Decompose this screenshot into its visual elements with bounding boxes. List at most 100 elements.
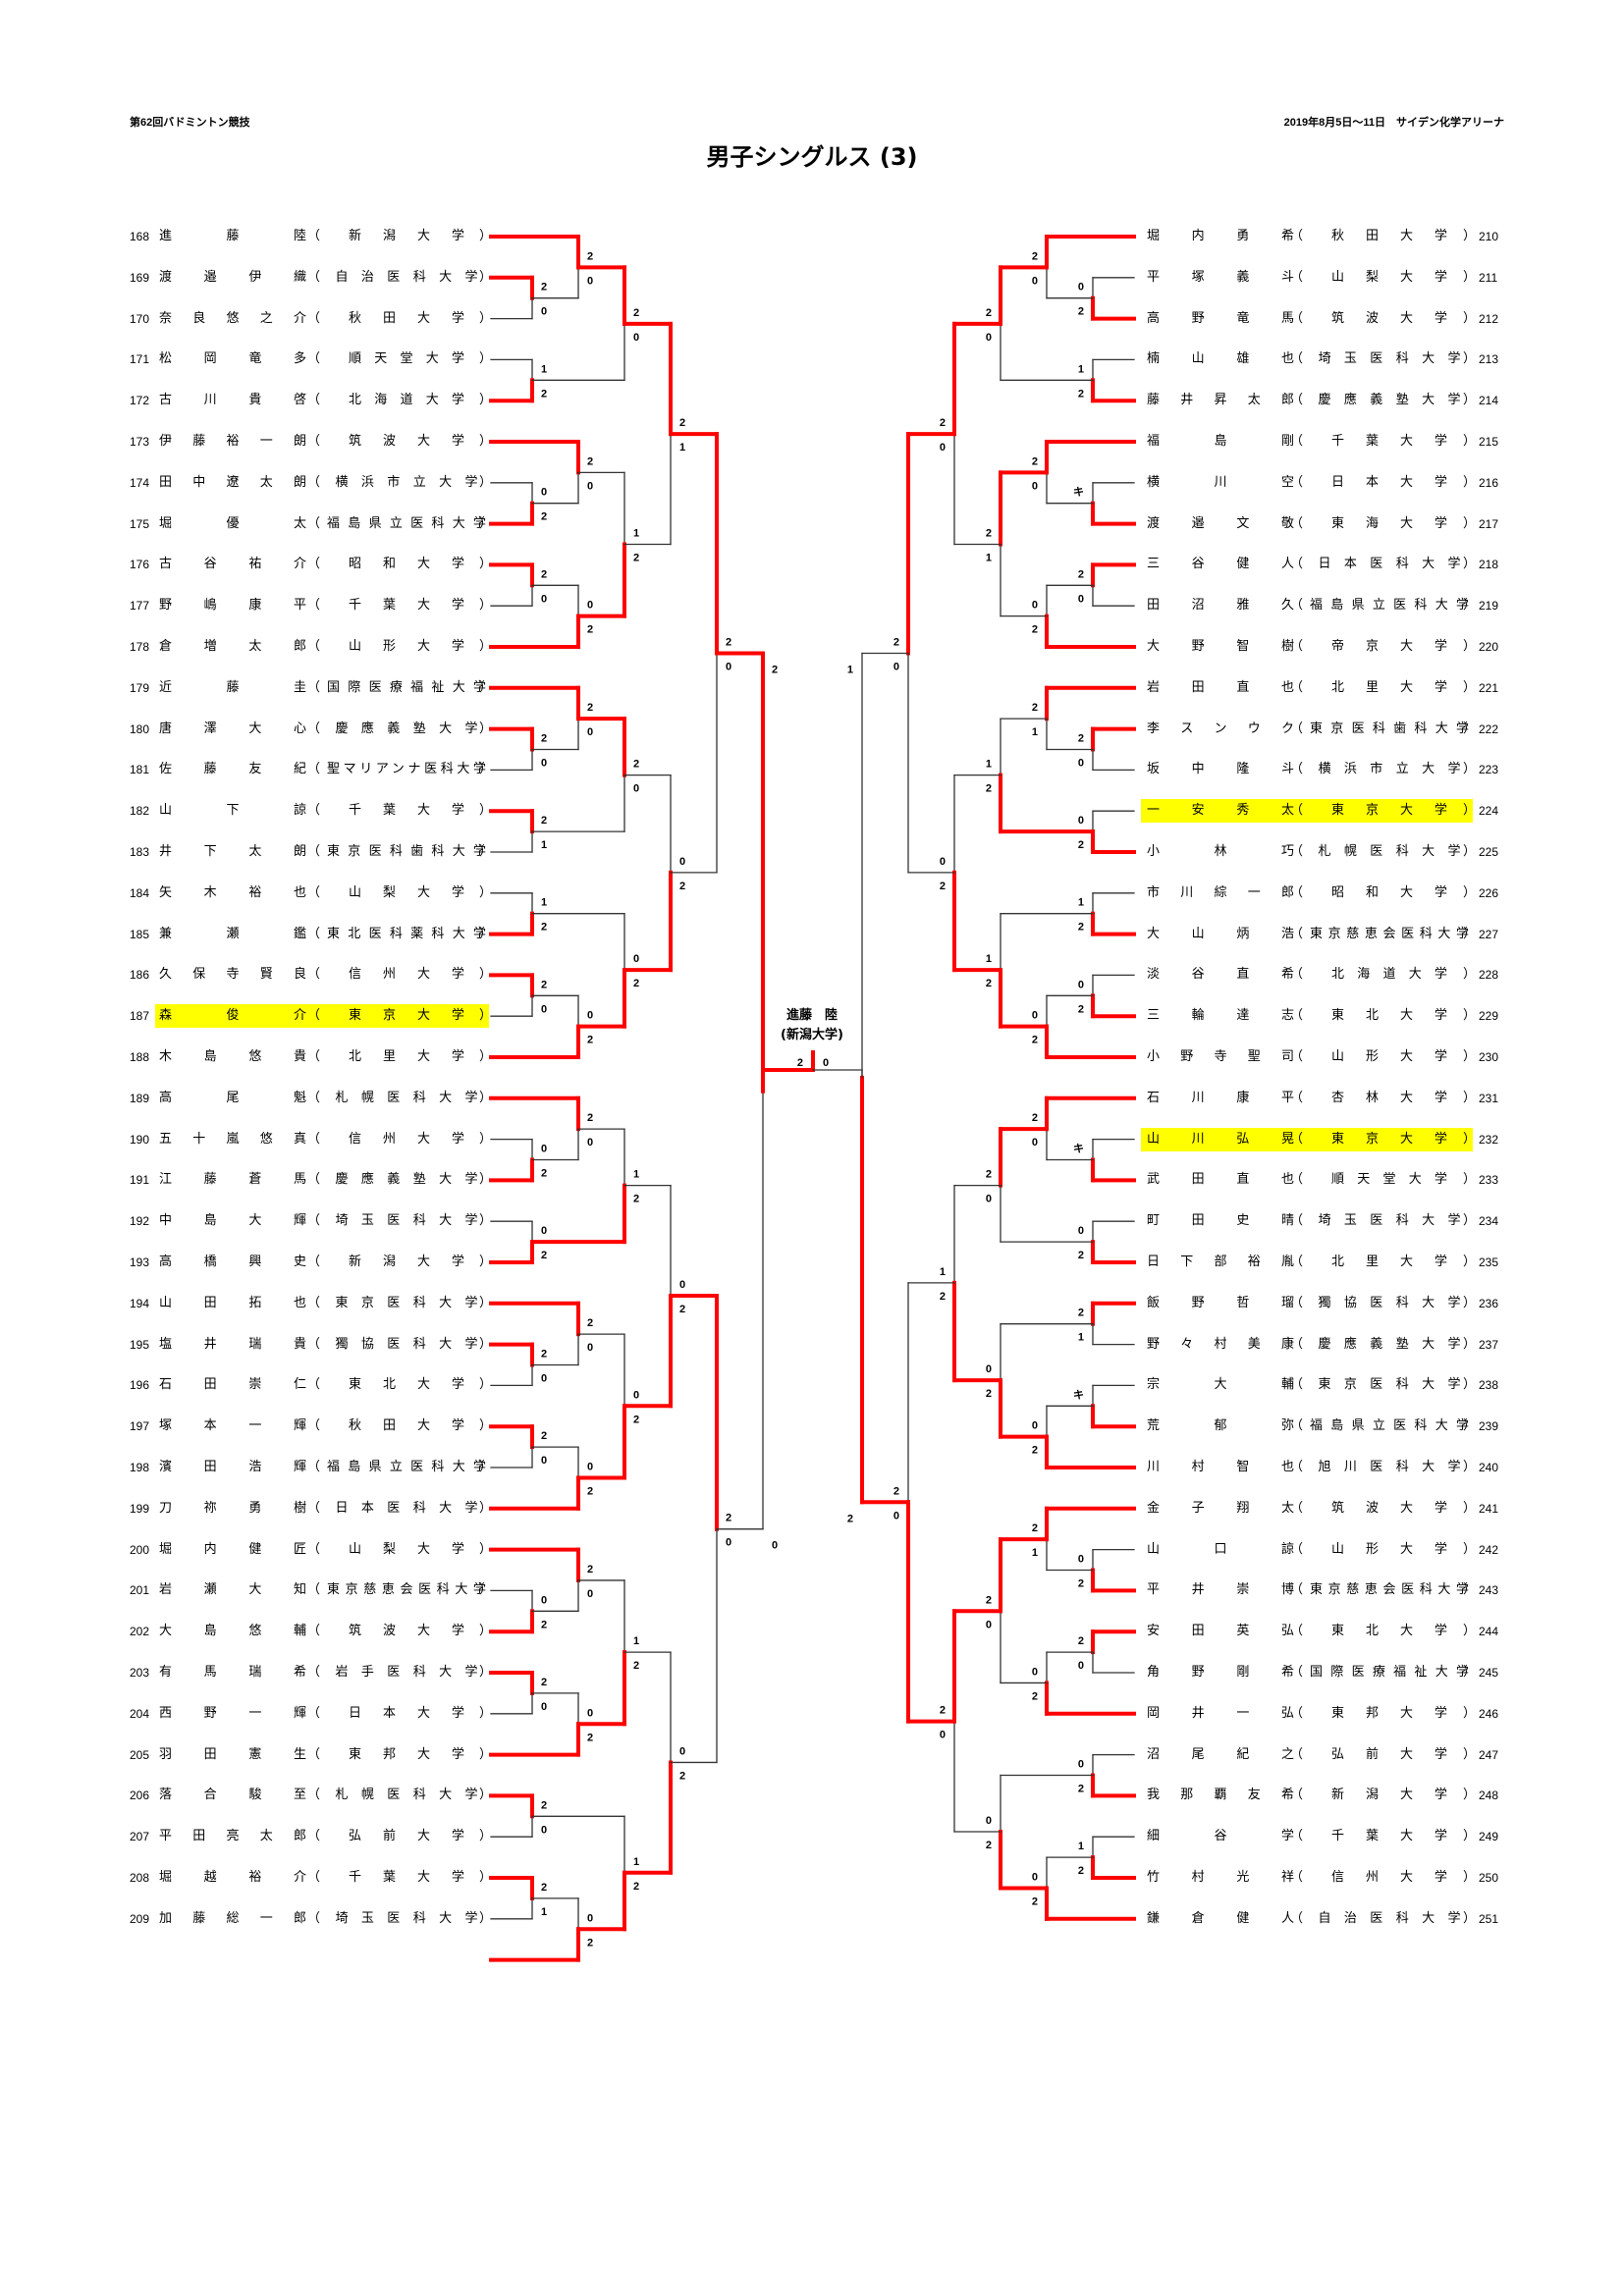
player-row: 塩井瑞貴（獨協医科大学）: [155, 1333, 492, 1357]
player-row: 進藤陸（新潟大学）: [155, 225, 492, 248]
match-score: 2: [797, 1057, 803, 1069]
match-score: 0: [587, 600, 593, 612]
match-score: 0: [587, 726, 593, 738]
paren-close: ）: [479, 1090, 493, 1105]
player-number: 214: [1479, 394, 1499, 408]
player-row: 大山炳浩（東京慈恵会医科大学）: [1141, 923, 1476, 946]
match-score: 0: [587, 1010, 593, 1022]
player-name: 藤井昇太郎: [1147, 393, 1294, 408]
player-number: 187: [130, 1009, 150, 1024]
player-name: 市川綜一郎: [1147, 884, 1294, 900]
player-school: 東京医科歯科大学: [1310, 721, 1469, 736]
paren-open: （: [307, 1460, 321, 1474]
match-score: 2: [940, 1705, 946, 1717]
match-score: キ: [1073, 1388, 1084, 1401]
player-school: 信州大学: [1331, 1870, 1447, 1885]
player-number: 226: [1479, 885, 1499, 900]
player-name: 奈良悠之介: [159, 310, 306, 326]
paren-open: （: [1290, 721, 1304, 736]
match-score: 2: [986, 1169, 992, 1181]
player-school: 東京大学: [349, 1008, 464, 1024]
player-school: 国際医療福祉大学: [327, 679, 486, 695]
paren-open: （: [307, 1705, 321, 1721]
paren-close: ）: [1463, 721, 1477, 736]
player-number: 220: [1479, 640, 1499, 654]
player-school: 東北医科薬科大学: [327, 926, 486, 941]
match-score: 2: [587, 1937, 593, 1949]
match-score: キ: [1073, 1143, 1084, 1155]
match-score: 2: [541, 1250, 547, 1261]
match-score: 0: [587, 1707, 593, 1719]
match-score: 2: [633, 1194, 639, 1205]
paren-close: ）: [1463, 1829, 1477, 1844]
player-name: 淡谷直希: [1147, 967, 1294, 983]
player-row: 高野竜馬（筑波大学）: [1141, 307, 1476, 331]
paren-open: （: [1290, 1049, 1304, 1064]
player-name: 大山炳浩: [1147, 926, 1294, 941]
paren-close: ）: [479, 1213, 493, 1229]
player-school: 東京慈恵会医科大学: [327, 1582, 486, 1598]
paren-close: ）: [1463, 762, 1477, 777]
paren-close: ）: [1463, 1131, 1477, 1147]
player-number: 238: [1479, 1378, 1499, 1393]
player-row: 角野剛希（国際医療福祉大学）: [1141, 1661, 1476, 1684]
player-number: 186: [130, 968, 150, 983]
player-name: 山川弘晃: [1147, 1131, 1294, 1147]
player-row: 飯野哲瑠（獨協医科大学）: [1141, 1292, 1476, 1315]
match-score: 2: [587, 1112, 593, 1124]
player-school: 東京医科歯科大学: [327, 844, 486, 859]
player-row: 濱田浩輝（福島県立医科大学）: [155, 1456, 492, 1479]
paren-open: （: [307, 598, 321, 614]
player-number: 193: [130, 1255, 150, 1269]
player-name: 荒郁弥: [1147, 1418, 1294, 1434]
player-number: 243: [1479, 1583, 1499, 1598]
paren-close: ）: [479, 1377, 493, 1393]
player-school: 千葉大学: [349, 803, 464, 819]
player-row: 小野寺聖司（山形大学）: [1141, 1045, 1476, 1069]
match-score: 2: [587, 455, 593, 467]
champion-label: 進藤 陸 (新潟大学): [767, 1006, 857, 1045]
match-score: 0: [1078, 1225, 1084, 1237]
match-score: 1: [541, 839, 547, 851]
match-score: 2: [541, 922, 547, 934]
player-name: 鎌倉健人: [1147, 1910, 1294, 1926]
paren-open: （: [307, 844, 321, 859]
player-school: 帝京大学: [1331, 639, 1447, 654]
paren-close: ）: [1463, 639, 1477, 654]
player-number: 245: [1479, 1666, 1499, 1680]
player-number: 196: [130, 1378, 150, 1393]
paren-close: ）: [479, 1870, 493, 1885]
player-name: 福島剛: [1147, 434, 1294, 449]
player-school: 埼玉医科大学: [335, 1910, 478, 1926]
match-score: 0: [893, 662, 899, 673]
player-number: 201: [130, 1583, 150, 1598]
paren-close: ）: [479, 1255, 493, 1269]
match-score: 0: [679, 1745, 685, 1757]
match-score: 2: [772, 665, 778, 676]
player-row: 堀優太（福島県立医科大学）: [155, 512, 492, 536]
player-school: 筑波大学: [1331, 310, 1447, 326]
paren-close: ）: [479, 967, 493, 983]
player-number: 217: [1479, 516, 1499, 531]
paren-open: （: [1290, 1460, 1304, 1474]
paren-open: （: [1290, 1582, 1304, 1598]
player-number: 197: [130, 1419, 150, 1434]
match-score: 2: [541, 815, 547, 827]
paren-open: （: [307, 1910, 321, 1926]
paren-open: （: [307, 639, 321, 654]
player-row: 中島大輝（埼玉医科大学）: [155, 1209, 493, 1233]
player-row: 山口諒（山形大学）: [1141, 1538, 1476, 1562]
player-school: 千葉大学: [1331, 434, 1447, 449]
match-score: 1: [1078, 897, 1084, 909]
match-score: 2: [986, 783, 992, 795]
player-school: 筑波大学: [349, 1624, 464, 1639]
match-score: 1: [1032, 1547, 1038, 1559]
player-row: 坂中隆斗（横浜市立大学）: [1141, 758, 1477, 781]
player-row: 唐澤大心（慶應義塾大学）: [155, 718, 492, 741]
player-row: 我那覇友希（新潟大学）: [1141, 1784, 1476, 1807]
match-score: 0: [1078, 815, 1084, 827]
match-score: 2: [541, 388, 547, 400]
paren-open: （: [307, 1255, 321, 1269]
player-school: 横浜市立大学: [1318, 762, 1461, 777]
paren-open: （: [307, 515, 321, 531]
